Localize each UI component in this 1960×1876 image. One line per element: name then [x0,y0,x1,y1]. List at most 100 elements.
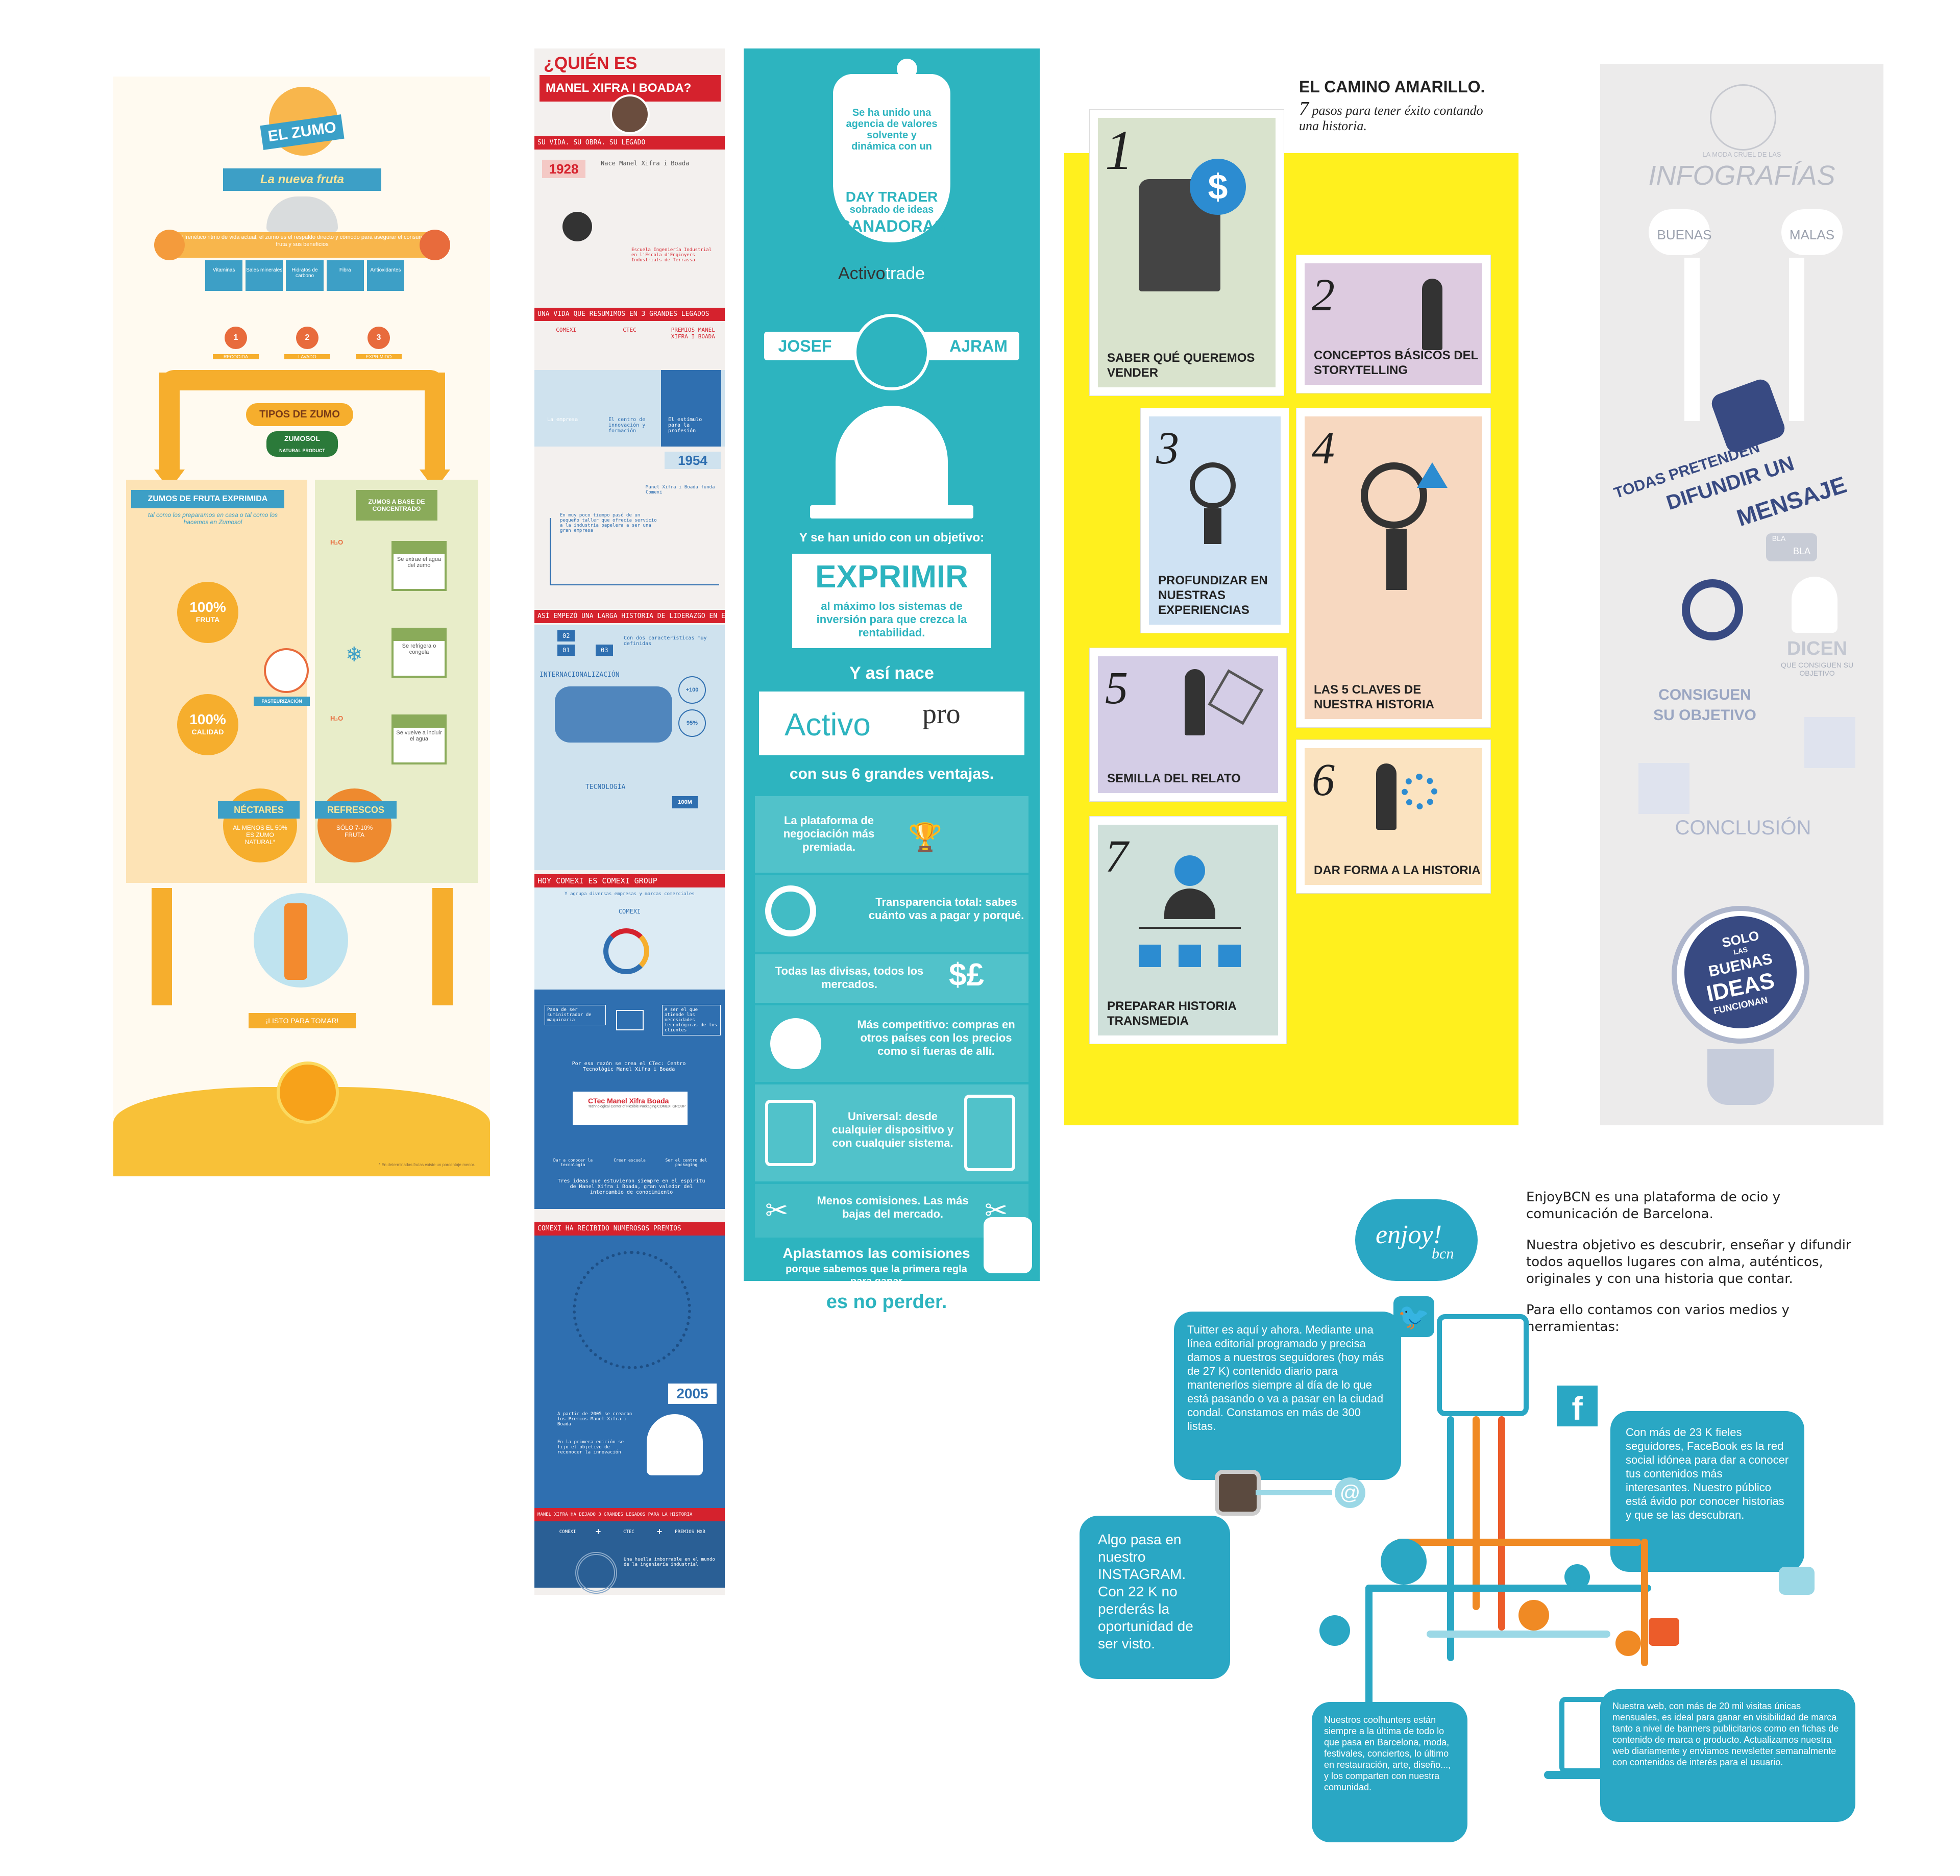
types-title: TIPOS DE ZUMO [246,403,353,426]
activotrade-infographic: Se ha unido una agencia de valores solve… [744,48,1040,1281]
clock-node-icon [1518,1600,1549,1631]
share-node-icon [1564,1564,1590,1590]
enjoybcn-infographic: enjoy! bcn EnjoyBCN es una plataforma de… [1080,1181,1871,1845]
process-step: 3 EXPRIMIDO [356,327,402,359]
process-steps: 1 RECOGIDA 2 LAVADO 3 EXPRIMIDO [213,327,402,359]
instagram-bubble: Algo pasa en nuestro INSTAGRAM. Con 22 K… [1080,1516,1230,1679]
year-1954: 1954 [665,452,721,469]
zumo-intro: En el frenético ritmo de vida actual, el… [170,234,434,248]
info-title: INFOGRAFÍAS [1648,160,1835,191]
name-right: AJRAM [949,337,1008,355]
year-2005: 2005 [668,1384,717,1404]
zumo-infographic: EL ZUMO La nueva fruta En el frenético r… [113,77,490,1176]
step-card-2: 2 CONCEPTOS BÁSICOS DEL STORYTELLING [1296,255,1490,393]
enjoy-intro: EnjoyBCN es una plataforma de ocio y com… [1526,1190,1851,1335]
advantage-row: ✂Menos comisiones. Las más bajas del mer… [755,1184,1028,1238]
step-card-3: 3 PROFUNDIZAR EN NUESTRAS EXPERIENCIAS [1141,408,1289,633]
network-node [1381,1539,1427,1585]
portrait-avatar [610,94,650,134]
growth-line-chart [550,518,719,585]
at-icon: @ [1335,1477,1365,1508]
advantage-row: Todas las divisas, todos los mercados.$£ [755,954,1028,1003]
portrait-avatar [853,314,930,390]
school-pin-icon [562,212,592,241]
activotrade-logo: Activotrade [838,264,925,283]
benefit-item: Vitaminas [205,260,243,291]
ready-label: ¡LISTO PARA TOMAR! [249,1013,356,1028]
concentrate-column: ZUMOS A BASE DE CONCENTRADO H₂O Se extra… [315,480,478,883]
process-step: 2 LAVADO [284,327,330,359]
arrow-icon [1417,462,1448,488]
closing-slogan: es no perder. [826,1291,947,1313]
benefit-item: Sales minerales [246,260,283,291]
twitter-bubble: Tuitter es aquí y ahora. Mediante una lí… [1174,1312,1401,1480]
facebook-icon[interactable]: f [1557,1386,1598,1427]
twitter-icon[interactable]: 🐦 [1393,1296,1434,1337]
person-presenting-icon [1185,669,1205,735]
camino-infographic: EL CAMINO AMARILLO. 7 pasos para tener é… [1064,71,1518,1125]
thumbs-down-icon [1804,717,1855,768]
world-map-icon [555,686,672,743]
ctec-logo: CTec Manel Xifra Boada Technological Cen… [573,1092,688,1125]
activopro-logo: Activo pro [759,692,1024,755]
apple-icon [420,230,450,260]
currency-icon: $£ [949,957,984,993]
target-icon [1682,579,1743,640]
flame-icon [1781,209,1843,255]
final-legacy-section: COMEXI + CTEC + PREMIOS MXB Una huella i… [534,1521,725,1594]
thermometer-icon [264,648,309,693]
infografias-infographic: LA MODA CRUEL DE LAS INFOGRAFÍAS BUENAS … [1600,64,1883,1125]
globe-icon [770,1018,821,1069]
process-card: Se vuelve a incluir el agua [391,714,447,764]
ctec-section: Pasa de ser suministrador de maquinaria … [534,990,725,1209]
coolhunters-bubble: Nuestros coolhunters están siempre a la … [1312,1702,1467,1842]
thumbs-up-icon [984,1217,1032,1273]
scissors-icon: ✂ [765,1195,789,1226]
zumosol-logo: ZUMOSOL NATURAL PRODUCT [266,431,338,457]
person-gear-icon [1376,763,1396,830]
quality-badge: 100% CALIDAD [177,694,238,755]
org-chart-icon [1174,855,1205,886]
refrescos-badge: SÓLO 7-10% FRUTA [317,788,391,862]
process-step: 1 RECOGIDA [213,327,259,359]
step-card-1: 1 $ SABER QUÉ QUEREMOS VENDER [1090,110,1284,396]
cloud-icon [1649,209,1710,255]
people-node-icon [1615,1631,1641,1656]
zumo-subtitle: La nueva fruta [223,168,381,191]
flask-icon [833,74,950,242]
briefcase-icon [1649,1618,1679,1646]
squeezer-icon [266,196,338,232]
group-section: Y agrupa diversas empresas y marcas come… [534,887,725,990]
enjoy-logo [1355,1199,1478,1281]
year-1928: 1928 [542,160,585,178]
step-card-7: 7 PREPARAR HISTORIA TRANSMEDIA [1090,817,1286,1044]
fruit-badge: 100% FRUTA [177,582,238,643]
benefit-item: Antioxidantes [366,260,405,291]
devices-icon [765,1100,816,1166]
process-card: Se refrigera o congela [391,628,447,678]
snowflake-icon: ❄ [346,644,363,666]
camera-node-icon [1319,1615,1350,1646]
dollar-coin-icon: $ [1190,159,1246,215]
advantage-row: Más competitivo: compras en otros países… [755,1005,1028,1082]
step-card-6: 6 DAR FORMA A LA HISTORIA [1296,740,1490,893]
magnifier-icon [765,885,816,936]
head-icon [647,1414,703,1475]
orange-slice-icon [277,1062,339,1124]
camino-subtitle: 7 pasos para tener éxito contando una hi… [1299,98,1483,133]
nectares-badge: AL MENOS EL 50% ES ZUMO NATURAL* [223,788,297,862]
step-card-5: 5 SEMILLA DEL RELATO [1090,648,1286,801]
facebook-bubble: Con más de 23 K fieles seguidores, FaceB… [1610,1411,1804,1572]
benefit-item: Fibra [326,260,364,291]
fingerprint-icon [575,1552,617,1594]
like-icon [1437,1314,1529,1416]
process-card: Se extrae el agua del zumo [391,541,447,591]
benefits-row: Vitaminas Sales minerales Hidratos de ca… [205,260,405,291]
name-left: JOSEF [778,337,832,355]
thumbs-up-icon [1638,763,1689,814]
trophy-icon: 🏆 [908,822,943,853]
instagram-icon[interactable] [1215,1470,1261,1516]
chat-icon [1779,1567,1815,1595]
advantage-row: Universal: desde cualquier dispositivo y… [755,1084,1028,1181]
manel-title-line1: ¿QUIÉN ES [544,54,638,73]
